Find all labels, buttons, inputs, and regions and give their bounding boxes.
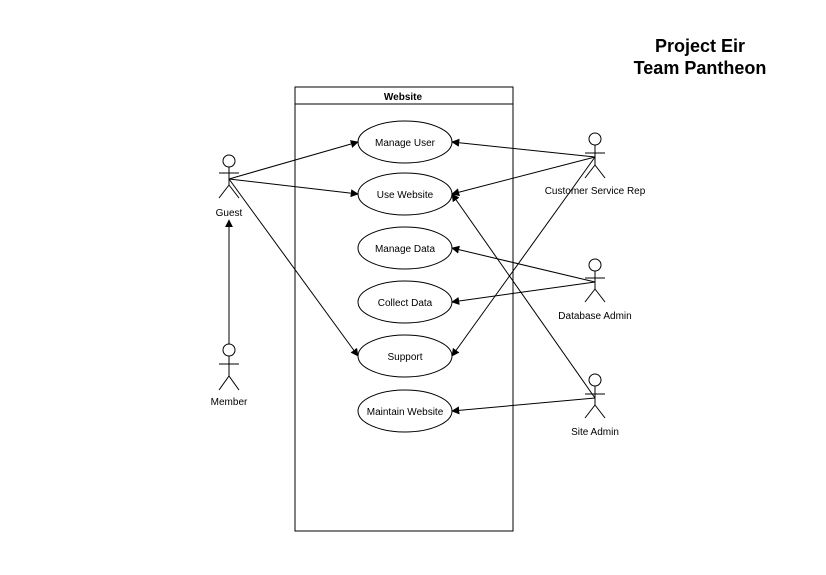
stick-figure-icon <box>218 154 240 199</box>
use-case-maintain-website: Maintain Website <box>357 389 453 433</box>
use-case-collect-data: Collect Data <box>357 280 453 324</box>
actor-label: Member <box>211 397 248 408</box>
actor-label: Guest <box>216 208 243 219</box>
use-case-label: Use Website <box>377 190 434 201</box>
system-name: Website <box>384 92 423 103</box>
use-case-use-website: Use Website <box>357 172 453 216</box>
use-case-manage-data: Manage Data <box>357 226 453 270</box>
stick-figure-icon <box>584 258 606 303</box>
use-case-manage-user: Manage User <box>357 120 453 164</box>
actor-site-admin: Site Admin <box>571 373 619 438</box>
actor-customer-service-rep: Customer Service Rep <box>545 132 646 197</box>
association-guest-manage-user <box>228 140 359 180</box>
use-case-support: Support <box>357 334 453 378</box>
use-case-label: Collect Data <box>378 298 433 309</box>
association-siteadmin-use-website <box>451 193 596 399</box>
use-case-label: Manage User <box>375 138 436 149</box>
use-case-label: Maintain Website <box>367 407 444 418</box>
association-lines <box>225 138 596 415</box>
actor-member: Member <box>211 343 248 408</box>
diagram-title-line1: Project Eir <box>655 36 745 56</box>
diagram-title-line2: Team Pantheon <box>634 58 767 78</box>
association-guest-use-website <box>228 178 359 198</box>
association-csr-use-website <box>451 156 596 197</box>
association-csr-manage-user <box>451 138 596 158</box>
use-case-label: Support <box>387 352 422 363</box>
stick-figure-icon <box>584 373 606 419</box>
association-guest-support <box>228 178 359 357</box>
association-dbadmin-manage-data <box>451 245 596 283</box>
actor-label: Database Admin <box>558 311 631 322</box>
use-case-label: Manage Data <box>375 244 435 255</box>
association-siteadmin-maintain-website <box>451 397 596 415</box>
stick-figure-icon <box>218 343 240 391</box>
actor-database-admin: Database Admin <box>558 258 632 322</box>
association-dbadmin-collect-data <box>451 281 596 305</box>
actor-label: Site Admin <box>571 427 619 438</box>
association-csr-support <box>451 156 596 357</box>
actor-guest: Guest <box>216 154 243 219</box>
actor-label: Customer Service Rep <box>545 186 646 197</box>
stick-figure-icon <box>584 132 606 179</box>
